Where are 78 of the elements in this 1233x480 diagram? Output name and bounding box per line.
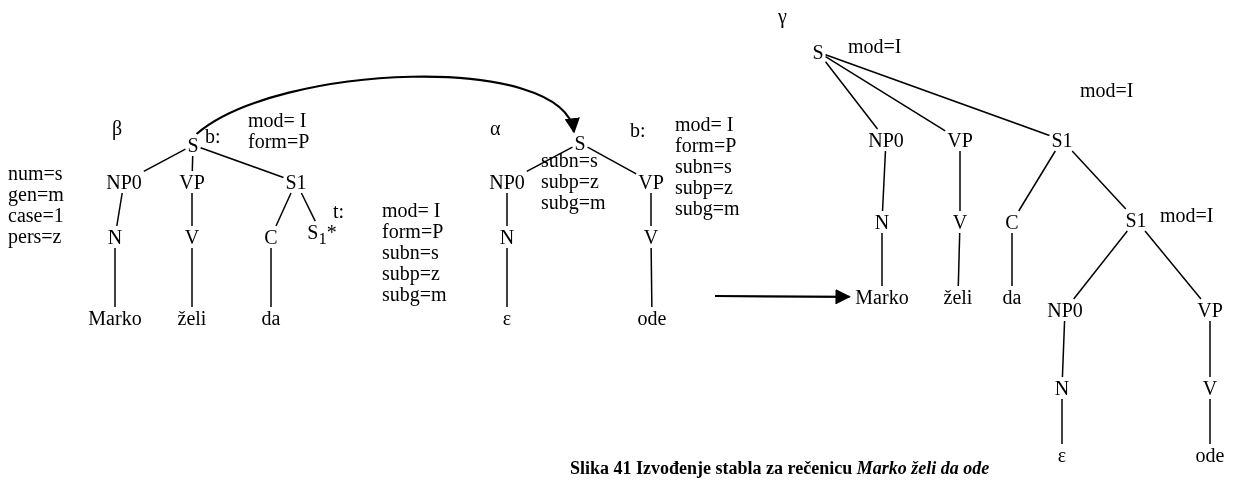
tree-node-label: S1 (1123, 209, 1149, 231)
tree-branch (1144, 230, 1202, 300)
tree-node-label: NP0 (1045, 299, 1085, 321)
tree-node-label: S1 (1049, 129, 1075, 151)
tree-node-label: ε (1055, 444, 1069, 466)
tree-branch (1071, 150, 1127, 210)
tree-branch (191, 192, 193, 227)
feature-tag: t: (333, 201, 357, 222)
tree-node-label: C (1003, 211, 1021, 233)
tree-name: γ (778, 6, 788, 27)
tree-branch (300, 192, 316, 222)
arrow (715, 289, 851, 305)
tree-node-label: N (872, 211, 892, 233)
tree-node-label: da (259, 307, 283, 329)
feature-list: mod=I (848, 36, 918, 57)
tree-node-label: C (262, 226, 280, 248)
tree-name: β (112, 118, 124, 139)
tree-node-label: S$_{1}$* (305, 221, 339, 249)
tree-branch (1209, 320, 1211, 378)
tree-node-label: V (182, 226, 202, 248)
feature-list: mod= I form=P subn=s subp=z subg=m (675, 114, 765, 219)
tree-node-label: ode (1193, 444, 1227, 466)
tree-branch (191, 155, 194, 172)
figure-caption: Slika 41 Izvođenje stabla za rečenicu Marko želi da ode (570, 458, 990, 479)
feature-list: mod=I (1080, 80, 1150, 101)
tree-branch (116, 192, 123, 227)
tree-branch (275, 192, 292, 227)
tree-node-label: VP (636, 171, 666, 193)
tree-node-label: VP (945, 129, 975, 151)
tree-node-label: N (105, 226, 125, 248)
tree-node-label: Marko (86, 307, 144, 329)
tree-node-label: NP0 (487, 171, 527, 193)
tree-branch (1061, 320, 1066, 378)
tree-node-label: S1 (283, 171, 309, 193)
feature-list: num=s gen=m case=1 pers=z (8, 163, 78, 247)
tree-node-label: NP0 (104, 171, 144, 193)
tree-branch (1072, 230, 1129, 300)
tree-node-label: VP (1195, 299, 1225, 321)
feature-list: mod= I form=P subn=s subp=z subg=m (382, 200, 472, 305)
tree-branch (650, 247, 653, 308)
tree-node-label: S (810, 41, 826, 63)
tree-node-label: V (641, 226, 661, 248)
tree-branch (526, 146, 574, 173)
tree-node-label: ε (500, 307, 514, 329)
tree-branch (824, 55, 946, 132)
tree-branch (1209, 398, 1211, 445)
tree-branch (881, 232, 883, 287)
tree-branch (114, 247, 116, 308)
tree-branch (1061, 398, 1063, 445)
tree-branch (143, 148, 187, 173)
tree-branch (270, 247, 272, 308)
tree-branch (586, 146, 637, 175)
tree-branch (824, 61, 879, 130)
tree-node-label: VP (177, 171, 207, 193)
tree-branch (1017, 150, 1057, 212)
tree-node-label: Marko (853, 286, 911, 308)
tree-branch (199, 146, 285, 179)
tree-branch (1011, 232, 1013, 287)
tree-branch (506, 247, 508, 308)
tree-branch (957, 232, 961, 287)
tree-node-label: N (1052, 377, 1072, 399)
tree-node-label: N (497, 226, 517, 248)
tree-branch (959, 150, 961, 212)
feature-list: mod=I (1160, 205, 1230, 226)
tree-node-label: da (1000, 286, 1024, 308)
tree-branch (650, 192, 652, 227)
tree-branch (824, 54, 1051, 137)
tree-branch (881, 150, 887, 212)
tree-node-label: V (1200, 377, 1220, 399)
tree-branch (191, 247, 193, 308)
tree-branch (506, 192, 508, 227)
tree-node-label: S (185, 134, 201, 156)
tree-node-label: NP0 (866, 129, 906, 151)
tree-node-label: želi (941, 286, 975, 308)
tree-node-label: V (950, 211, 970, 233)
tree-node-label: želi (175, 307, 209, 329)
feature-tag: b: (630, 120, 654, 141)
tree-node-label: ode (635, 307, 669, 329)
